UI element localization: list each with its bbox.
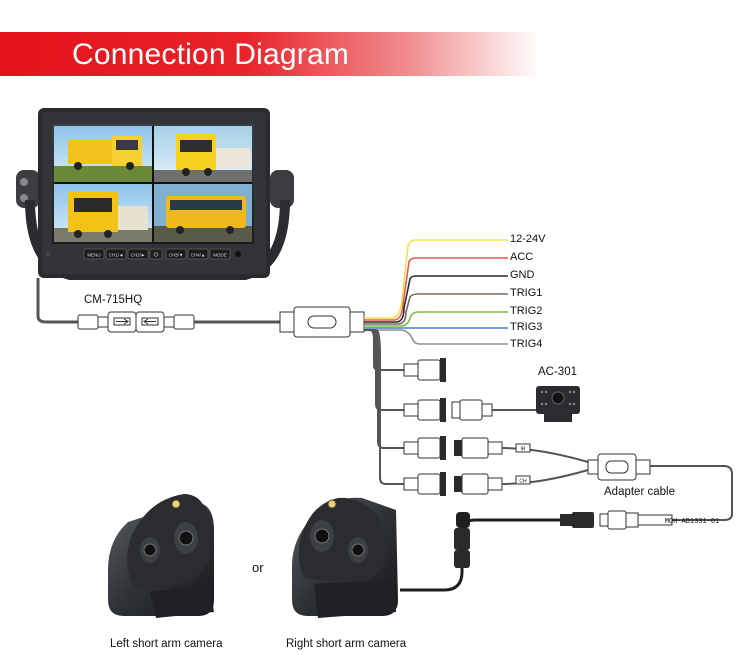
ch2-button[interactable]: CH2/► (127, 248, 149, 260)
cam-connector-1 (403, 358, 446, 382)
adapter-cable-label: Adapter cable (604, 486, 675, 498)
svg-text:CH1/◄: CH1/◄ (109, 253, 124, 258)
title-banner (0, 32, 540, 76)
svg-text:MENU: MENU (87, 253, 100, 258)
wire-label-trig2: TRIG2 (510, 305, 543, 317)
wire-label-trig1: TRIG1 (510, 287, 543, 299)
right-short-arm-camera (292, 497, 398, 618)
ac301-camera (536, 386, 580, 422)
power-button[interactable]: ⏻ (149, 248, 163, 260)
svg-text:CH4/▲: CH4/▲ (191, 253, 206, 258)
ch3-button[interactable]: CH3/▼ (165, 248, 187, 260)
extension-cable-label: CM-715HQ (84, 294, 143, 306)
right-camera-ir (327, 499, 337, 509)
wire-label-gnd: GND (510, 269, 535, 281)
mode-button[interactable]: MODE (209, 248, 231, 260)
camera-plug (454, 512, 470, 568)
adapter-plug: MOH-AD1331-01 (560, 510, 720, 530)
wire-label-acc: ACC (510, 251, 534, 263)
menu-button[interactable]: MENU (83, 248, 105, 260)
cam-connector-4 (403, 472, 503, 496)
page-title: Connection Diagram (72, 38, 350, 71)
ch4-button[interactable]: CH4/▲ (187, 248, 209, 260)
quad-view (54, 126, 252, 242)
monitor-button-row: MENU CH1/◄ CH2/► ⏻ CH3/▼ CH4/▲ MODE (45, 248, 241, 260)
or-label: or (252, 560, 264, 575)
svg-text:CH2/►: CH2/► (131, 253, 146, 258)
svg-text:CH3/▼: CH3/▼ (169, 253, 184, 258)
right-camera-caption: Right short arm camera (286, 638, 407, 650)
cam-connector-2 (403, 398, 493, 422)
extension-connector (77, 311, 195, 333)
adapter-splitter (587, 453, 651, 481)
ir-sensor (235, 251, 241, 257)
wire-label-trig3: TRIG3 (510, 321, 543, 333)
splitter-box (279, 306, 365, 338)
wire-label-trig4: TRIG4 (510, 338, 543, 350)
adapter-code: MOH-AD1331-01 (665, 518, 720, 526)
left-camera-caption: Left short arm camera (110, 638, 223, 650)
cam-connector-3 (403, 436, 503, 460)
ch1-button[interactable]: CH1/◄ (105, 248, 127, 260)
monitor-mount-right (270, 170, 294, 208)
svg-text:⏻: ⏻ (154, 252, 159, 259)
monitor: MENU CH1/◄ CH2/► ⏻ CH3/▼ CH4/▲ MODE (16, 108, 294, 280)
left-short-arm-camera (108, 494, 214, 618)
camera-cable (400, 518, 560, 592)
power-wires (364, 239, 508, 345)
power-led (45, 251, 51, 257)
camera-model-label: AC-301 (538, 366, 577, 378)
wire-label-12-24v: 12-24V (510, 233, 546, 245)
main-cable (36, 278, 78, 324)
adapter-tags: IR CH (515, 443, 531, 485)
svg-text:CH: CH (519, 479, 527, 485)
svg-text:IR: IR (521, 447, 526, 453)
left-camera-ir (171, 499, 181, 509)
svg-text:MODE: MODE (213, 253, 227, 258)
camera-input-cables (364, 329, 404, 485)
adapter-cable (501, 447, 733, 521)
